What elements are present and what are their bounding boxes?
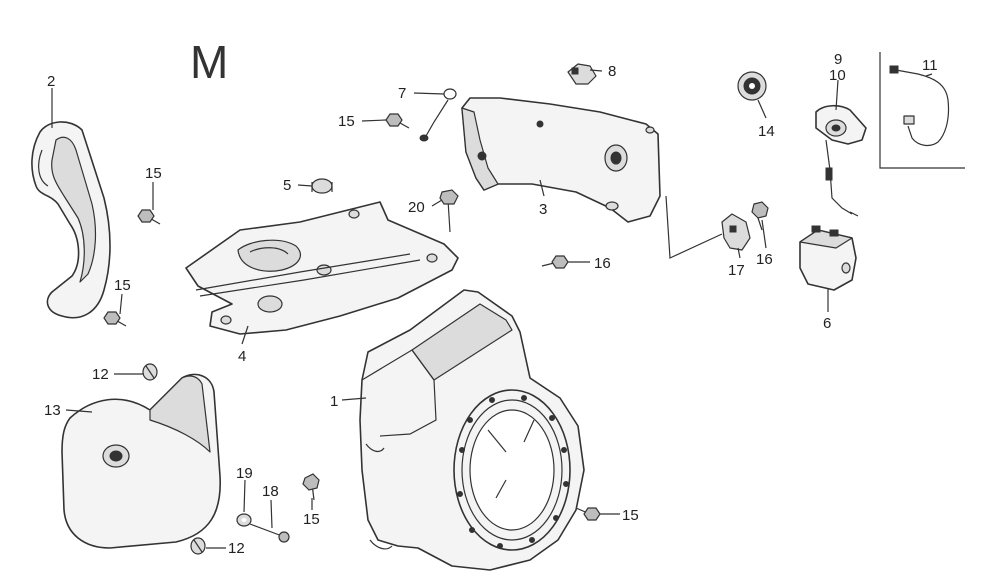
callout-15-top: 15 [338,113,355,130]
callout-12-lower: 12 [228,540,245,557]
part-6-block [799,225,857,291]
part-5-cap [311,178,333,194]
section-letter: M [190,36,228,88]
callout-11: 11 [922,57,938,74]
part-8-clip [567,63,597,85]
bolt-15-left-lower [103,311,127,327]
callout-16-center: 16 [594,255,611,272]
callout-13: 13 [44,402,61,419]
callout-19: 19 [236,465,253,482]
callout-18: 18 [262,483,279,500]
part-11-wire-lead [879,52,965,169]
callout-10: 10 [829,67,846,84]
callout-15-bottom-right: 15 [622,507,639,524]
callout-2: 2 [47,73,55,90]
bolt-16-center [541,255,569,269]
part-1-fan-shroud [359,289,585,571]
callout-5: 5 [283,177,291,194]
part-2-side-shroud [31,121,111,319]
callout-12-upper: 12 [92,366,109,383]
washer-19 [236,513,252,527]
part-13-lower-cover [61,373,221,549]
bolt-16-right [751,201,769,231]
callout-15-left-lower: 15 [114,277,131,294]
part-17-bracket [721,213,751,251]
bolt-15-bottom-right [575,507,601,521]
nut-12-upper [142,363,158,381]
callout-16-right: 16 [756,251,773,268]
callout-labels: 2 15 15 12 13 4 1 5 7 15 20 8 3 16 17 16… [44,51,938,557]
part-7-link-rod [419,88,457,142]
callout-17: 17 [728,262,745,279]
bolt-20 [439,189,459,233]
part-4-air-guide-plate [185,201,459,335]
callout-15-left-upper: 15 [145,165,162,182]
part-14-grommet [737,71,767,101]
leader-lines [51,69,933,549]
callout-15-bottom-center: 15 [303,511,320,528]
callout-4: 4 [238,348,246,365]
part-3-top-cover [461,97,661,223]
callout-1: 1 [330,393,338,410]
callout-3: 3 [539,201,547,218]
callout-6: 6 [823,315,831,332]
callout-8: 8 [608,63,616,80]
callout-7: 7 [398,85,406,102]
part-9-10-switch [815,104,867,217]
bolt-15-left-upper [137,209,161,225]
callout-14: 14 [758,123,775,140]
bolt-18 [249,523,290,543]
callout-9: 9 [834,51,842,68]
nut-12-lower [190,537,206,555]
bolt-15-bottom-center [302,473,320,501]
callout-20: 20 [408,199,425,216]
bolt-15-top [385,113,410,129]
